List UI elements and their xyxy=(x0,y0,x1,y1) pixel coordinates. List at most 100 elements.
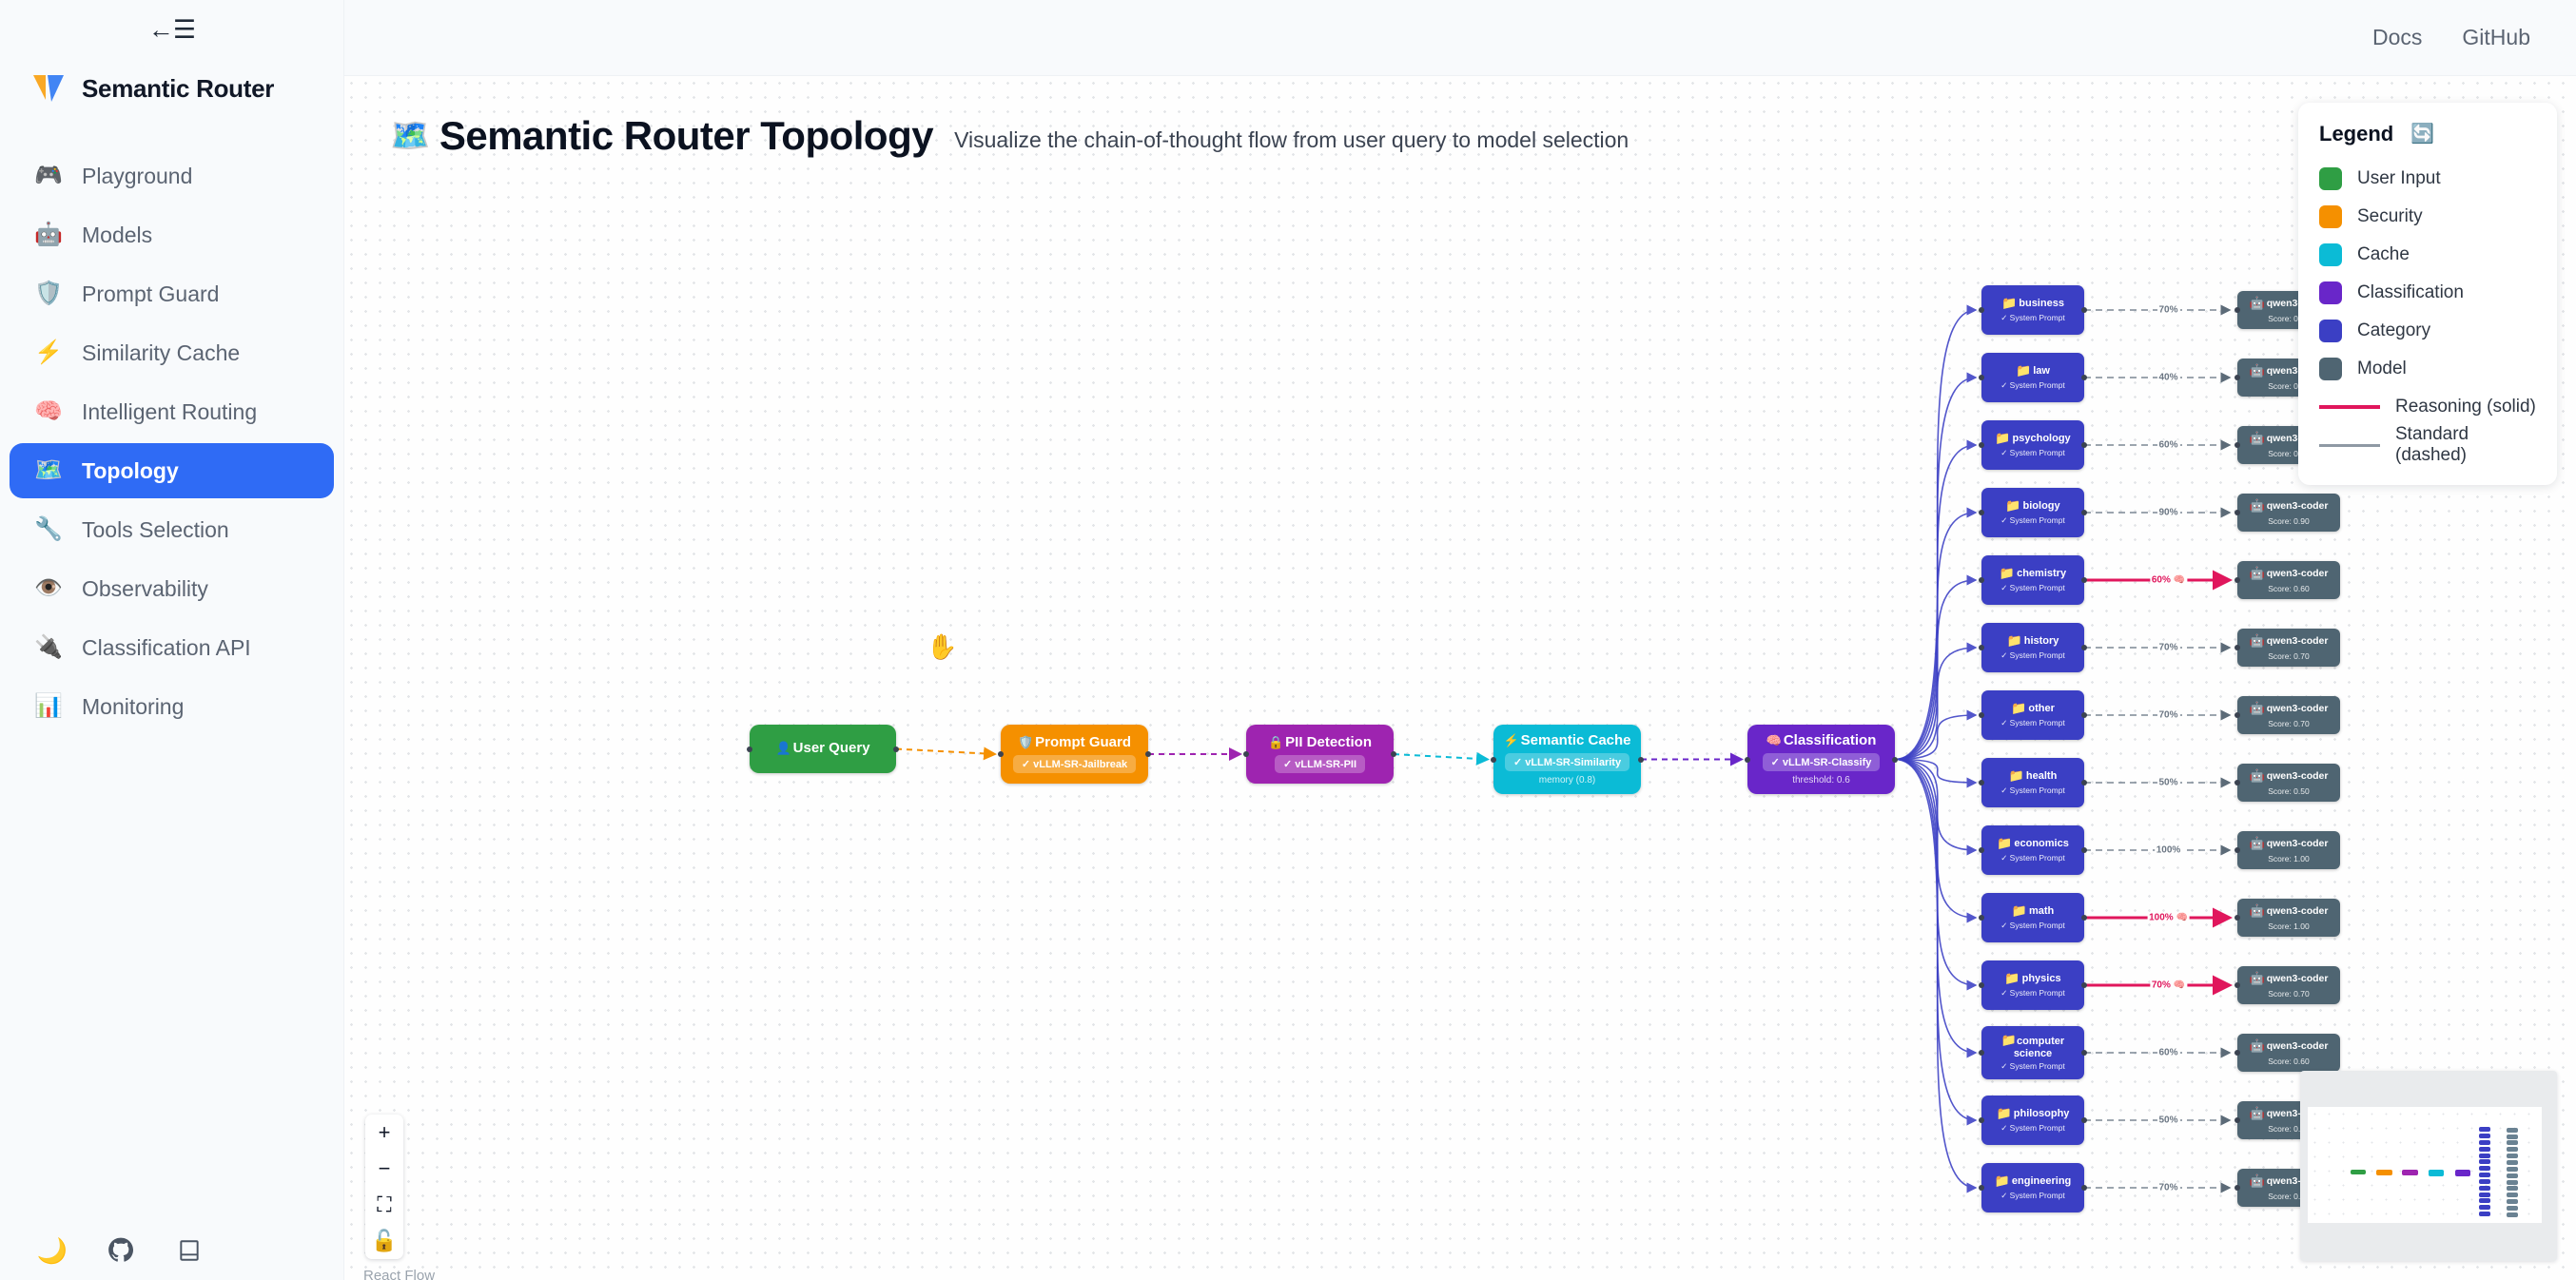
sidebar-item-similarity-cache[interactable]: ⚡Similarity Cache xyxy=(10,325,334,380)
category-node-business[interactable]: 📁business✓ System Prompt xyxy=(1979,285,2087,335)
handle-left[interactable] xyxy=(2234,1050,2240,1056)
handle-left[interactable] xyxy=(1491,756,1496,763)
handle-left[interactable] xyxy=(1979,915,1984,921)
handle-left[interactable] xyxy=(1979,1117,1984,1123)
handle-left[interactable] xyxy=(2234,712,2240,718)
minimap[interactable] xyxy=(2300,1071,2557,1261)
handle-right[interactable] xyxy=(2081,645,2087,650)
category-node-chemistry[interactable]: 📁chemistry✓ System Prompt xyxy=(1979,555,2087,605)
handle-left[interactable] xyxy=(2234,780,2240,785)
fit-view-button[interactable]: ⛶ xyxy=(377,1193,392,1216)
category-node-health[interactable]: 📁health✓ System Prompt xyxy=(1979,758,2087,807)
handle-right[interactable] xyxy=(2081,577,2087,583)
handle-left[interactable] xyxy=(2234,847,2240,853)
handle-left[interactable] xyxy=(998,751,1004,757)
refresh-icon[interactable]: 🔄 xyxy=(2410,124,2435,145)
handle-left[interactable] xyxy=(1979,442,1984,448)
collapse-menu-icon[interactable]: ←☰ xyxy=(147,14,196,44)
handle-left[interactable] xyxy=(2234,645,2240,650)
sidebar-item-tools-selection[interactable]: 🔧Tools Selection xyxy=(10,502,334,557)
docs-link[interactable]: Docs xyxy=(2372,25,2423,49)
dark-mode-toggle-icon[interactable]: 🌙 xyxy=(36,1235,68,1265)
category-node-other[interactable]: 📁other✓ System Prompt xyxy=(1979,690,2087,740)
handle-left[interactable] xyxy=(1979,1050,1984,1056)
handle-right[interactable] xyxy=(893,746,899,752)
handle-right[interactable] xyxy=(1638,756,1644,763)
github-icon[interactable] xyxy=(107,1236,135,1265)
node-user-query[interactable]: 👤User Query xyxy=(747,725,899,773)
category-node-math[interactable]: 📁math✓ System Prompt xyxy=(1979,893,2087,942)
category-node-philosophy[interactable]: 📁philosophy✓ System Prompt xyxy=(1979,1096,2087,1145)
category-node-history[interactable]: 📁history✓ System Prompt xyxy=(1979,623,2087,672)
handle-right[interactable] xyxy=(1892,756,1898,763)
category-node-computer-science[interactable]: 📁computer science✓ System Prompt xyxy=(1979,1026,2087,1079)
handle-left[interactable] xyxy=(1979,307,1984,313)
category-node-engineering[interactable]: 📁engineering✓ System Prompt xyxy=(1979,1163,2087,1212)
handle-left[interactable] xyxy=(1979,375,1984,380)
handle-left[interactable] xyxy=(1979,1185,1984,1191)
zoom-out-button[interactable]: − xyxy=(378,1156,391,1180)
handle-left[interactable] xyxy=(2234,577,2240,583)
handle-left[interactable] xyxy=(747,746,752,752)
sidebar-item-prompt-guard[interactable]: 🛡️Prompt Guard xyxy=(10,266,334,321)
category-node-economics[interactable]: 📁economics✓ System Prompt xyxy=(1979,825,2087,875)
handle-left[interactable] xyxy=(1979,645,1984,650)
sidebar-item-classification-api[interactable]: 🔌Classification API xyxy=(10,620,334,675)
node-pii-detection[interactable]: 🔒PII Detection✓ vLLM-SR-PII xyxy=(1243,725,1396,784)
handle-left[interactable] xyxy=(1979,847,1984,853)
sidebar-item-observability[interactable]: 👁️Observability xyxy=(10,561,334,616)
handle-left[interactable] xyxy=(2234,442,2240,448)
handle-right[interactable] xyxy=(1391,751,1396,757)
handle-left[interactable] xyxy=(2234,982,2240,988)
docs-book-icon[interactable] xyxy=(175,1236,204,1265)
handle-left[interactable] xyxy=(1243,751,1249,757)
handle-right[interactable] xyxy=(2081,375,2087,380)
handle-left[interactable] xyxy=(2234,510,2240,515)
handle-left[interactable] xyxy=(2234,375,2240,380)
handle-right[interactable] xyxy=(2081,442,2087,448)
handle-right[interactable] xyxy=(2081,1050,2087,1056)
handle-left[interactable] xyxy=(1745,756,1750,763)
sidebar-item-topology[interactable]: 🗺️Topology xyxy=(10,443,334,498)
handle-right[interactable] xyxy=(2081,780,2087,785)
github-link[interactable]: GitHub xyxy=(2462,25,2530,49)
handle-right[interactable] xyxy=(2081,982,2087,988)
sidebar-item-models[interactable]: 🤖Models xyxy=(10,207,334,262)
handle-left[interactable] xyxy=(2234,307,2240,313)
node-prompt-guard[interactable]: 🛡️Prompt Guard✓ vLLM-SR-Jailbreak xyxy=(998,725,1151,784)
handle-left[interactable] xyxy=(1979,712,1984,718)
handle-right[interactable] xyxy=(2081,712,2087,718)
handle-left[interactable] xyxy=(2234,915,2240,921)
category-node-biology[interactable]: 📁biology✓ System Prompt xyxy=(1979,488,2087,537)
handle-right[interactable] xyxy=(2081,1185,2087,1191)
sidebar-item-intelligent-routing[interactable]: 🧠Intelligent Routing xyxy=(10,384,334,439)
handle-right[interactable] xyxy=(2081,510,2087,515)
handle-left[interactable] xyxy=(1979,780,1984,785)
handle-left[interactable] xyxy=(2234,1185,2240,1191)
handle-right[interactable] xyxy=(2081,847,2087,853)
sidebar-item-playground[interactable]: 🎮Playground xyxy=(10,148,334,204)
category-node-law[interactable]: 📁law✓ System Prompt xyxy=(1979,353,2087,402)
react-flow-attribution[interactable]: React Flow xyxy=(363,1268,436,1280)
topology-canvas[interactable]: 🗺️ Semantic Router Topology Visualize th… xyxy=(344,76,2576,1280)
handle-left[interactable] xyxy=(2234,1117,2240,1123)
handle-right[interactable] xyxy=(2081,915,2087,921)
handle-left[interactable] xyxy=(1979,577,1984,583)
handle-right[interactable] xyxy=(2081,307,2087,313)
lock-button[interactable]: 🔓 xyxy=(371,1229,398,1252)
zoom-in-button[interactable]: + xyxy=(378,1120,391,1144)
handle-right[interactable] xyxy=(1145,751,1151,757)
category-node-psychology[interactable]: 📁psychology✓ System Prompt xyxy=(1979,420,2087,470)
handle-left[interactable] xyxy=(1979,510,1984,515)
